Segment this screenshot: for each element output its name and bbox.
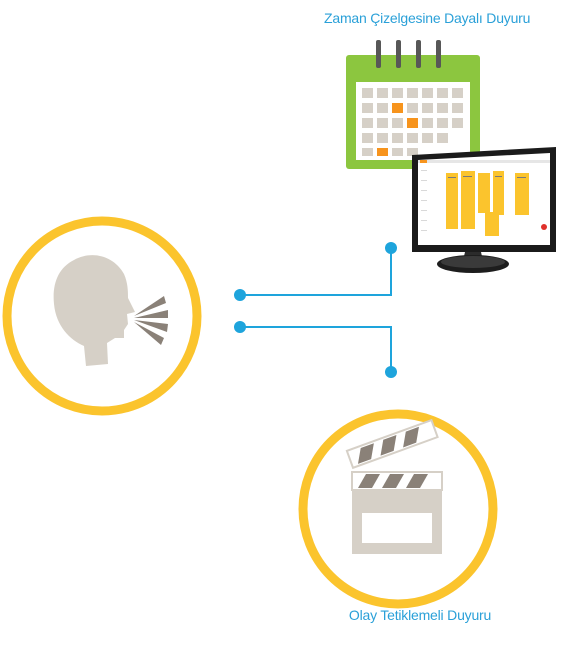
connector-dot [234, 321, 246, 333]
calendar-icon [346, 40, 480, 169]
connector-dot [385, 366, 397, 378]
connector-dot [385, 242, 397, 254]
connector-dots [234, 242, 397, 378]
connector-lines [240, 248, 392, 372]
connector-to-event [240, 326, 392, 372]
scheduled-announcement-label: Zaman Çizelgesine Dayalı Duyuru [324, 10, 531, 26]
monitor-icon [412, 147, 556, 273]
clapperboard-icon [298, 409, 498, 609]
speaking-head-icon [2, 216, 202, 416]
connector-to-scheduled [240, 248, 392, 296]
connector-dot [234, 289, 246, 301]
event-triggered-announcement-label: Olay Tetiklemeli Duyuru [348, 607, 492, 623]
